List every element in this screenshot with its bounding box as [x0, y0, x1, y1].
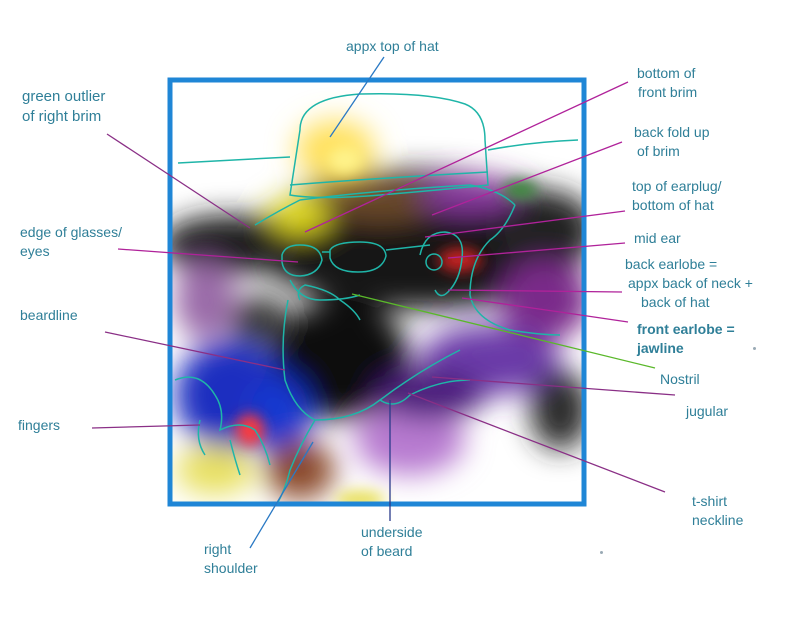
label-mid-ear: mid ear: [634, 230, 681, 246]
label-green-outlier: green outlier of right brim: [22, 88, 106, 125]
label-beardline: beardline: [20, 307, 78, 323]
label-underside-beard: underside of beard: [361, 524, 423, 559]
leader-tshirt: [407, 392, 666, 493]
leader-fingers: [91, 424, 201, 429]
label-back-earlobe: back earlobe = appx back of neck + back …: [625, 256, 753, 310]
label-fingers: fingers: [18, 417, 61, 433]
leader-front-earlobe: [461, 297, 629, 323]
label-front-earlobe: front earlobe = jawline: [637, 321, 735, 356]
outline-trace: [174, 92, 579, 503]
label-nostril: Nostril: [660, 371, 700, 387]
leader-jugular: [431, 376, 676, 396]
label-tshirt: t-shirt neckline: [692, 493, 744, 528]
label-right-shoulder: right shoulder: [204, 541, 258, 576]
leader-right-shoulder: [249, 441, 314, 549]
label-back-fold: back fold up of brim: [634, 124, 710, 159]
label-top-earplug: top of earplug/ bottom of hat: [632, 178, 722, 213]
leader-back-fold: [431, 141, 623, 216]
leader-beardline: [104, 331, 286, 371]
label-jugular: jugular: [686, 403, 729, 419]
leader-back-earlobe: [447, 289, 623, 293]
leader-bottom-front-brim: [304, 81, 629, 233]
leader-top-of-hat: [329, 56, 385, 138]
label-edge-glasses: edge of glasses/ eyes: [20, 224, 122, 259]
stray-dot: [753, 347, 756, 350]
leader-mid-ear: [447, 242, 626, 259]
leader-nostril: [351, 293, 656, 369]
leader-top-earplug: [424, 210, 626, 238]
label-bottom-front-brim: bottom of front brim: [637, 65, 698, 100]
stray-dot: [600, 551, 603, 554]
leader-green-outlier: [106, 133, 251, 229]
leader-edge-glasses: [117, 248, 299, 263]
label-top-of-hat: appx top of hat: [346, 38, 439, 54]
photo-area: [172, 82, 582, 502]
leader-lines: [91, 56, 676, 549]
